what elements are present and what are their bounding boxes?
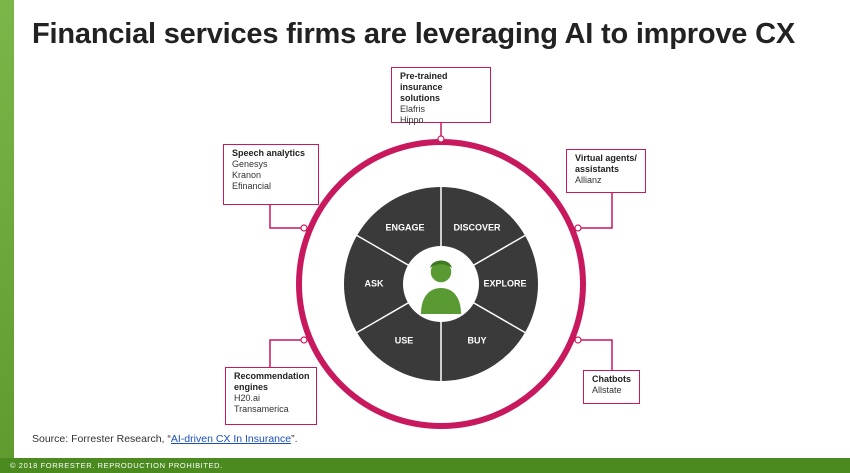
segment-label-engage: ENGAGE	[385, 222, 424, 232]
connector-lines	[269, 122, 613, 370]
callout-category: Chatbots	[592, 374, 631, 384]
company-name: Elafris	[400, 104, 426, 114]
footer-copyright: © 2018 FORRESTER. REPRODUCTION PROHIBITE…	[0, 458, 850, 473]
source-link[interactable]: AI-driven CX In Insurance	[170, 433, 292, 445]
connector-line	[579, 192, 613, 229]
source-prefix: Source: Forrester Research, “	[32, 433, 171, 445]
left-accent-bar	[0, 0, 14, 473]
connector-line	[269, 339, 303, 367]
segment-label-explore: EXPLORE	[483, 278, 526, 288]
company-name: H20.ai	[234, 393, 261, 403]
segment-label-discover: DISCOVER	[453, 222, 501, 232]
company-name: Efinancial	[232, 181, 272, 191]
company-name: Allianz	[575, 175, 602, 185]
callout-recommendation-engines: Recommendation engines H20.ai Transameri…	[225, 367, 317, 425]
segment-label-buy: BUY	[467, 335, 486, 345]
source-citation: Source: Forrester Research, “AI-driven C…	[32, 433, 298, 445]
company-name: Hippo	[400, 115, 424, 125]
wheel-center	[403, 246, 479, 322]
connector-dot	[300, 224, 308, 232]
callout-category: Speech analytics	[232, 148, 306, 158]
callout-pretrained-insurance: Pre-trained insurance solutions Elafris …	[391, 67, 491, 125]
callout-category: Pre-trained insurance solutions	[400, 71, 448, 103]
connector-dot	[300, 336, 308, 344]
company-name: Kranon	[232, 170, 262, 180]
callout-speech-analytics: Speech analytics Genesys Kranon Efinanci…	[223, 144, 319, 205]
connector-dot	[437, 135, 445, 143]
segment-label-use: USE	[395, 335, 414, 345]
segment-label-ask: ASK	[364, 278, 384, 288]
connector-dot	[574, 224, 582, 232]
connector-line	[269, 204, 303, 229]
source-suffix: ”.	[291, 433, 298, 445]
company-name: Transamerica	[234, 404, 289, 414]
connector-dot	[574, 336, 582, 344]
company-name: Genesys	[232, 159, 268, 169]
callout-category: Recommendation engines	[234, 371, 310, 392]
company-name: Allstate	[592, 385, 622, 395]
page-title: Financial services firms are leveraging …	[32, 18, 795, 50]
person-icon	[421, 260, 461, 314]
callout-category: Virtual agents/ assistants	[575, 153, 637, 174]
callout-chatbots: Chatbots Allstate	[583, 370, 640, 404]
connector-line	[579, 339, 613, 370]
callout-virtual-agents: Virtual agents/ assistants Allianz	[566, 149, 646, 193]
